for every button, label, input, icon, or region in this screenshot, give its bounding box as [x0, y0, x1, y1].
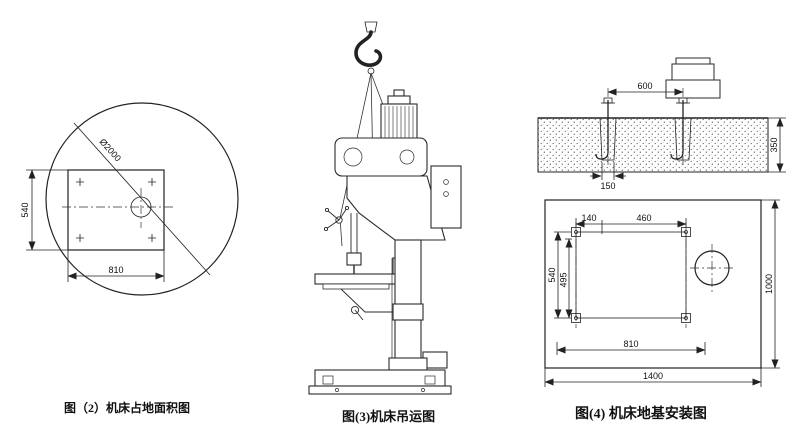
- plan-anchor-bolts: [571, 227, 691, 323]
- fig4-caption: 图(4) 机床地基安装图: [575, 407, 707, 422]
- drill-press-machine: [308, 89, 462, 395]
- fig2-diameter-line: [73, 122, 211, 276]
- dim-810: 810: [623, 339, 638, 349]
- column: [391, 239, 424, 369]
- feed-handle: [323, 205, 350, 232]
- foundation-outline: [544, 199, 762, 369]
- dim-495: 495: [559, 272, 569, 287]
- fig2-corner-marks: [76, 178, 156, 242]
- dim-460: 460: [636, 213, 651, 223]
- dim-1400: 1400: [643, 371, 663, 381]
- dim-350: 350: [769, 137, 779, 152]
- fig3-caption: 图(3)机床吊运图: [342, 409, 436, 424]
- foundation-plan-view: 140 460 540 495 810 1400: [544, 199, 780, 387]
- fig2-caption: 图（2）机床占地面积图: [64, 401, 191, 415]
- spindle-assembly: [323, 205, 362, 280]
- fig2-swing-circle: [45, 102, 239, 296]
- fig4-foundation-drawing: 600 150 350: [537, 57, 786, 387]
- plan-dimensions: 140 460 540 495 810 1400: [544, 199, 780, 387]
- fig2-circle-group: Ø2000: [45, 102, 239, 296]
- dim-540: 540: [547, 267, 557, 282]
- dim-600: 600: [637, 81, 652, 91]
- fig2-base-rect: [67, 169, 165, 251]
- fig2-column-circle: [130, 196, 152, 218]
- fig2-base-rectangle-group: [62, 169, 176, 251]
- foundation-section-view: 600 150 350: [537, 57, 786, 191]
- fig2-floor-area-drawing: Ø2000 540 810: [20, 102, 239, 296]
- fig2-dim-810: 810: [108, 265, 123, 275]
- fig2-dimensions: 540 810: [20, 169, 165, 282]
- concrete-section: [537, 117, 769, 173]
- machine-base: [308, 351, 452, 395]
- fig2-dim-540: 540: [20, 202, 30, 217]
- fig3-lifting-drawing: [308, 21, 462, 395]
- electrical-box: [430, 165, 462, 229]
- anchor-bolt-right: [670, 88, 692, 166]
- fig2-diameter-label: Ø2000: [97, 137, 123, 164]
- anchor-bolt-left: [595, 88, 617, 166]
- column-hole-circle: [694, 250, 730, 286]
- section-dimensions: 600 150 350: [590, 81, 786, 191]
- machine-head: [334, 137, 462, 241]
- dim-150: 150: [600, 181, 615, 191]
- bolt-group-rect: [575, 231, 687, 319]
- dim-1000: 1000: [764, 274, 774, 294]
- plan-centerlines: [575, 222, 736, 328]
- dim-140: 140: [581, 213, 596, 223]
- crane-hook: [354, 21, 383, 75]
